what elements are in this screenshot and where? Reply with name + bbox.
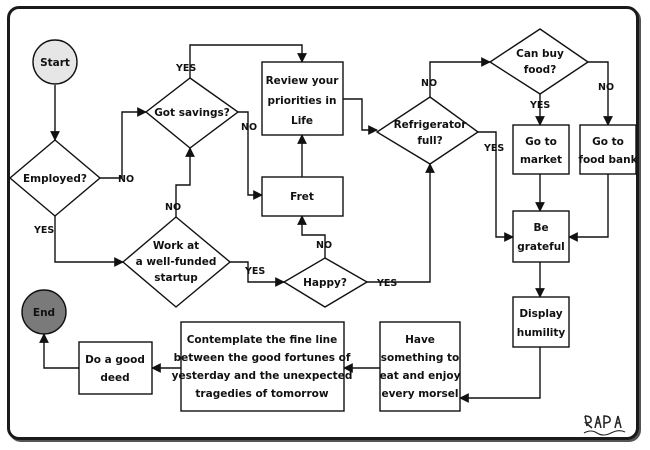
label-employed-no: NO bbox=[118, 174, 134, 185]
foodbank-box: Go to food bank bbox=[578, 124, 639, 175]
have-label-2: something to bbox=[381, 352, 460, 364]
review-label-1: Review your bbox=[266, 75, 340, 87]
label-happy-no: NO bbox=[316, 240, 332, 251]
edge-fridge-no-canbuy bbox=[429, 57, 491, 97]
edge-savings-yes-review bbox=[189, 44, 307, 78]
grateful-box: Be grateful bbox=[512, 210, 570, 263]
review-rect bbox=[261, 61, 344, 136]
grateful-rect bbox=[512, 210, 570, 263]
review-label-2: priorities in bbox=[267, 95, 336, 107]
edge-canbuy-no-foodbank bbox=[588, 61, 613, 126]
startup-label-2: a well-funded bbox=[136, 256, 217, 268]
contemplate-label-3: yesterday and the unexpected bbox=[172, 370, 353, 382]
canbuy-label-1: Can buy bbox=[516, 48, 564, 60]
edge-review-fridge bbox=[343, 98, 378, 135]
edge-humility-have bbox=[459, 347, 541, 403]
savings-decision: Got savings? bbox=[144, 77, 240, 149]
label-savings-no: NO bbox=[241, 122, 257, 133]
edge-employed-no-savings bbox=[100, 107, 147, 179]
market-label-2: market bbox=[520, 154, 562, 166]
label-fridge-yes: YES bbox=[483, 143, 504, 154]
edge-labels: NO YES YES NO NO YES NO YES NO YES YES N… bbox=[33, 63, 614, 289]
have-label-1: Have bbox=[405, 334, 435, 346]
market-label-1: Go to bbox=[525, 136, 557, 148]
humility-label-1: Display bbox=[519, 308, 562, 320]
fret-label: Fret bbox=[290, 191, 314, 203]
edge-fridge-yes-grateful bbox=[478, 131, 514, 242]
edge-startup-no-savings bbox=[175, 147, 195, 217]
contemplate-label-4: tragedies of tomorrow bbox=[195, 388, 328, 400]
end-label: End bbox=[33, 307, 55, 319]
employed-diamond bbox=[8, 139, 102, 217]
fret-box: Fret bbox=[261, 176, 344, 217]
have-rect bbox=[379, 321, 461, 412]
fret-rect bbox=[261, 176, 344, 217]
label-startup-no: NO bbox=[165, 202, 181, 213]
start-node: Start bbox=[32, 39, 78, 85]
startup-diamond bbox=[121, 216, 232, 308]
start-circle bbox=[32, 39, 78, 85]
edge-employed-yes-startup bbox=[54, 216, 124, 267]
canbuy-diamond bbox=[488, 28, 590, 95]
grateful-label-1: Be bbox=[533, 222, 548, 234]
review-box: Review your priorities in Life bbox=[261, 61, 344, 136]
fridge-diamond bbox=[375, 96, 480, 165]
end-circle bbox=[21, 289, 67, 335]
have-label-4: every morsel bbox=[381, 388, 458, 400]
startup-decision: Work at a well-funded startup bbox=[121, 216, 232, 308]
label-happy-yes: YES bbox=[376, 278, 397, 289]
start-label: Start bbox=[40, 57, 70, 69]
label-savings-yes: YES bbox=[175, 63, 196, 74]
savings-label: Got savings? bbox=[154, 107, 230, 119]
good-deed-rect bbox=[78, 341, 153, 395]
humility-label-2: humility bbox=[517, 327, 566, 339]
canbuy-decision: Can buy food? bbox=[488, 28, 590, 95]
foodbank-label-2: food bank bbox=[578, 154, 638, 166]
good-deed-label-2: deed bbox=[100, 372, 129, 384]
label-employed-yes: YES bbox=[33, 225, 54, 236]
label-canbuy-no: NO bbox=[598, 82, 614, 93]
label-canbuy-yes: YES bbox=[529, 100, 550, 111]
fridge-label-2: full? bbox=[417, 135, 442, 147]
foodbank-rect bbox=[579, 124, 637, 175]
foodbank-label-1: Go to bbox=[592, 136, 624, 148]
employed-label: Employed? bbox=[23, 173, 87, 185]
humility-rect bbox=[512, 296, 570, 348]
edge-foodbank-grateful bbox=[568, 174, 609, 242]
humility-box: Display humility bbox=[512, 296, 570, 348]
market-box: Go to market bbox=[512, 124, 570, 175]
edge-savings-no-fret bbox=[238, 111, 263, 200]
edge-happy-no-fret bbox=[297, 215, 326, 258]
good-deed-box: Do a good deed bbox=[78, 341, 153, 395]
edge-deed-end bbox=[39, 333, 79, 369]
end-node: End bbox=[21, 289, 67, 335]
happy-label: Happy? bbox=[303, 277, 347, 289]
canbuy-label-2: food? bbox=[524, 64, 557, 76]
grateful-label-2: grateful bbox=[517, 241, 565, 253]
happy-decision: Happy? bbox=[282, 257, 369, 308]
edge-startup-yes-happy bbox=[230, 261, 285, 287]
contemplate-box: Contemplate the fine line between the go… bbox=[172, 321, 353, 412]
startup-label-3: startup bbox=[154, 272, 198, 284]
happy-diamond bbox=[282, 257, 369, 308]
have-box: Have something to eat and enjoy every mo… bbox=[379, 321, 461, 412]
label-startup-yes: YES bbox=[244, 266, 265, 277]
contemplate-label-1: Contemplate the fine line bbox=[187, 334, 338, 346]
have-label-3: eat and enjoy bbox=[380, 370, 461, 382]
fridge-label-1: Refrigerator bbox=[394, 119, 468, 131]
edge-happy-yes-fridge bbox=[367, 163, 435, 283]
savings-diamond bbox=[144, 77, 240, 149]
startup-label-1: Work at bbox=[153, 240, 199, 252]
fridge-decision: Refrigerator full? bbox=[375, 96, 480, 165]
contemplate-rect bbox=[180, 321, 345, 412]
label-fridge-no: NO bbox=[421, 78, 437, 89]
market-rect bbox=[512, 124, 570, 175]
employed-decision: Employed? bbox=[8, 139, 102, 217]
review-label-3: Life bbox=[291, 115, 313, 127]
artist-signature bbox=[583, 415, 626, 436]
good-deed-label-1: Do a good bbox=[85, 354, 145, 366]
connectors bbox=[39, 44, 613, 403]
contemplate-label-2: between the good fortunes of bbox=[174, 352, 351, 364]
